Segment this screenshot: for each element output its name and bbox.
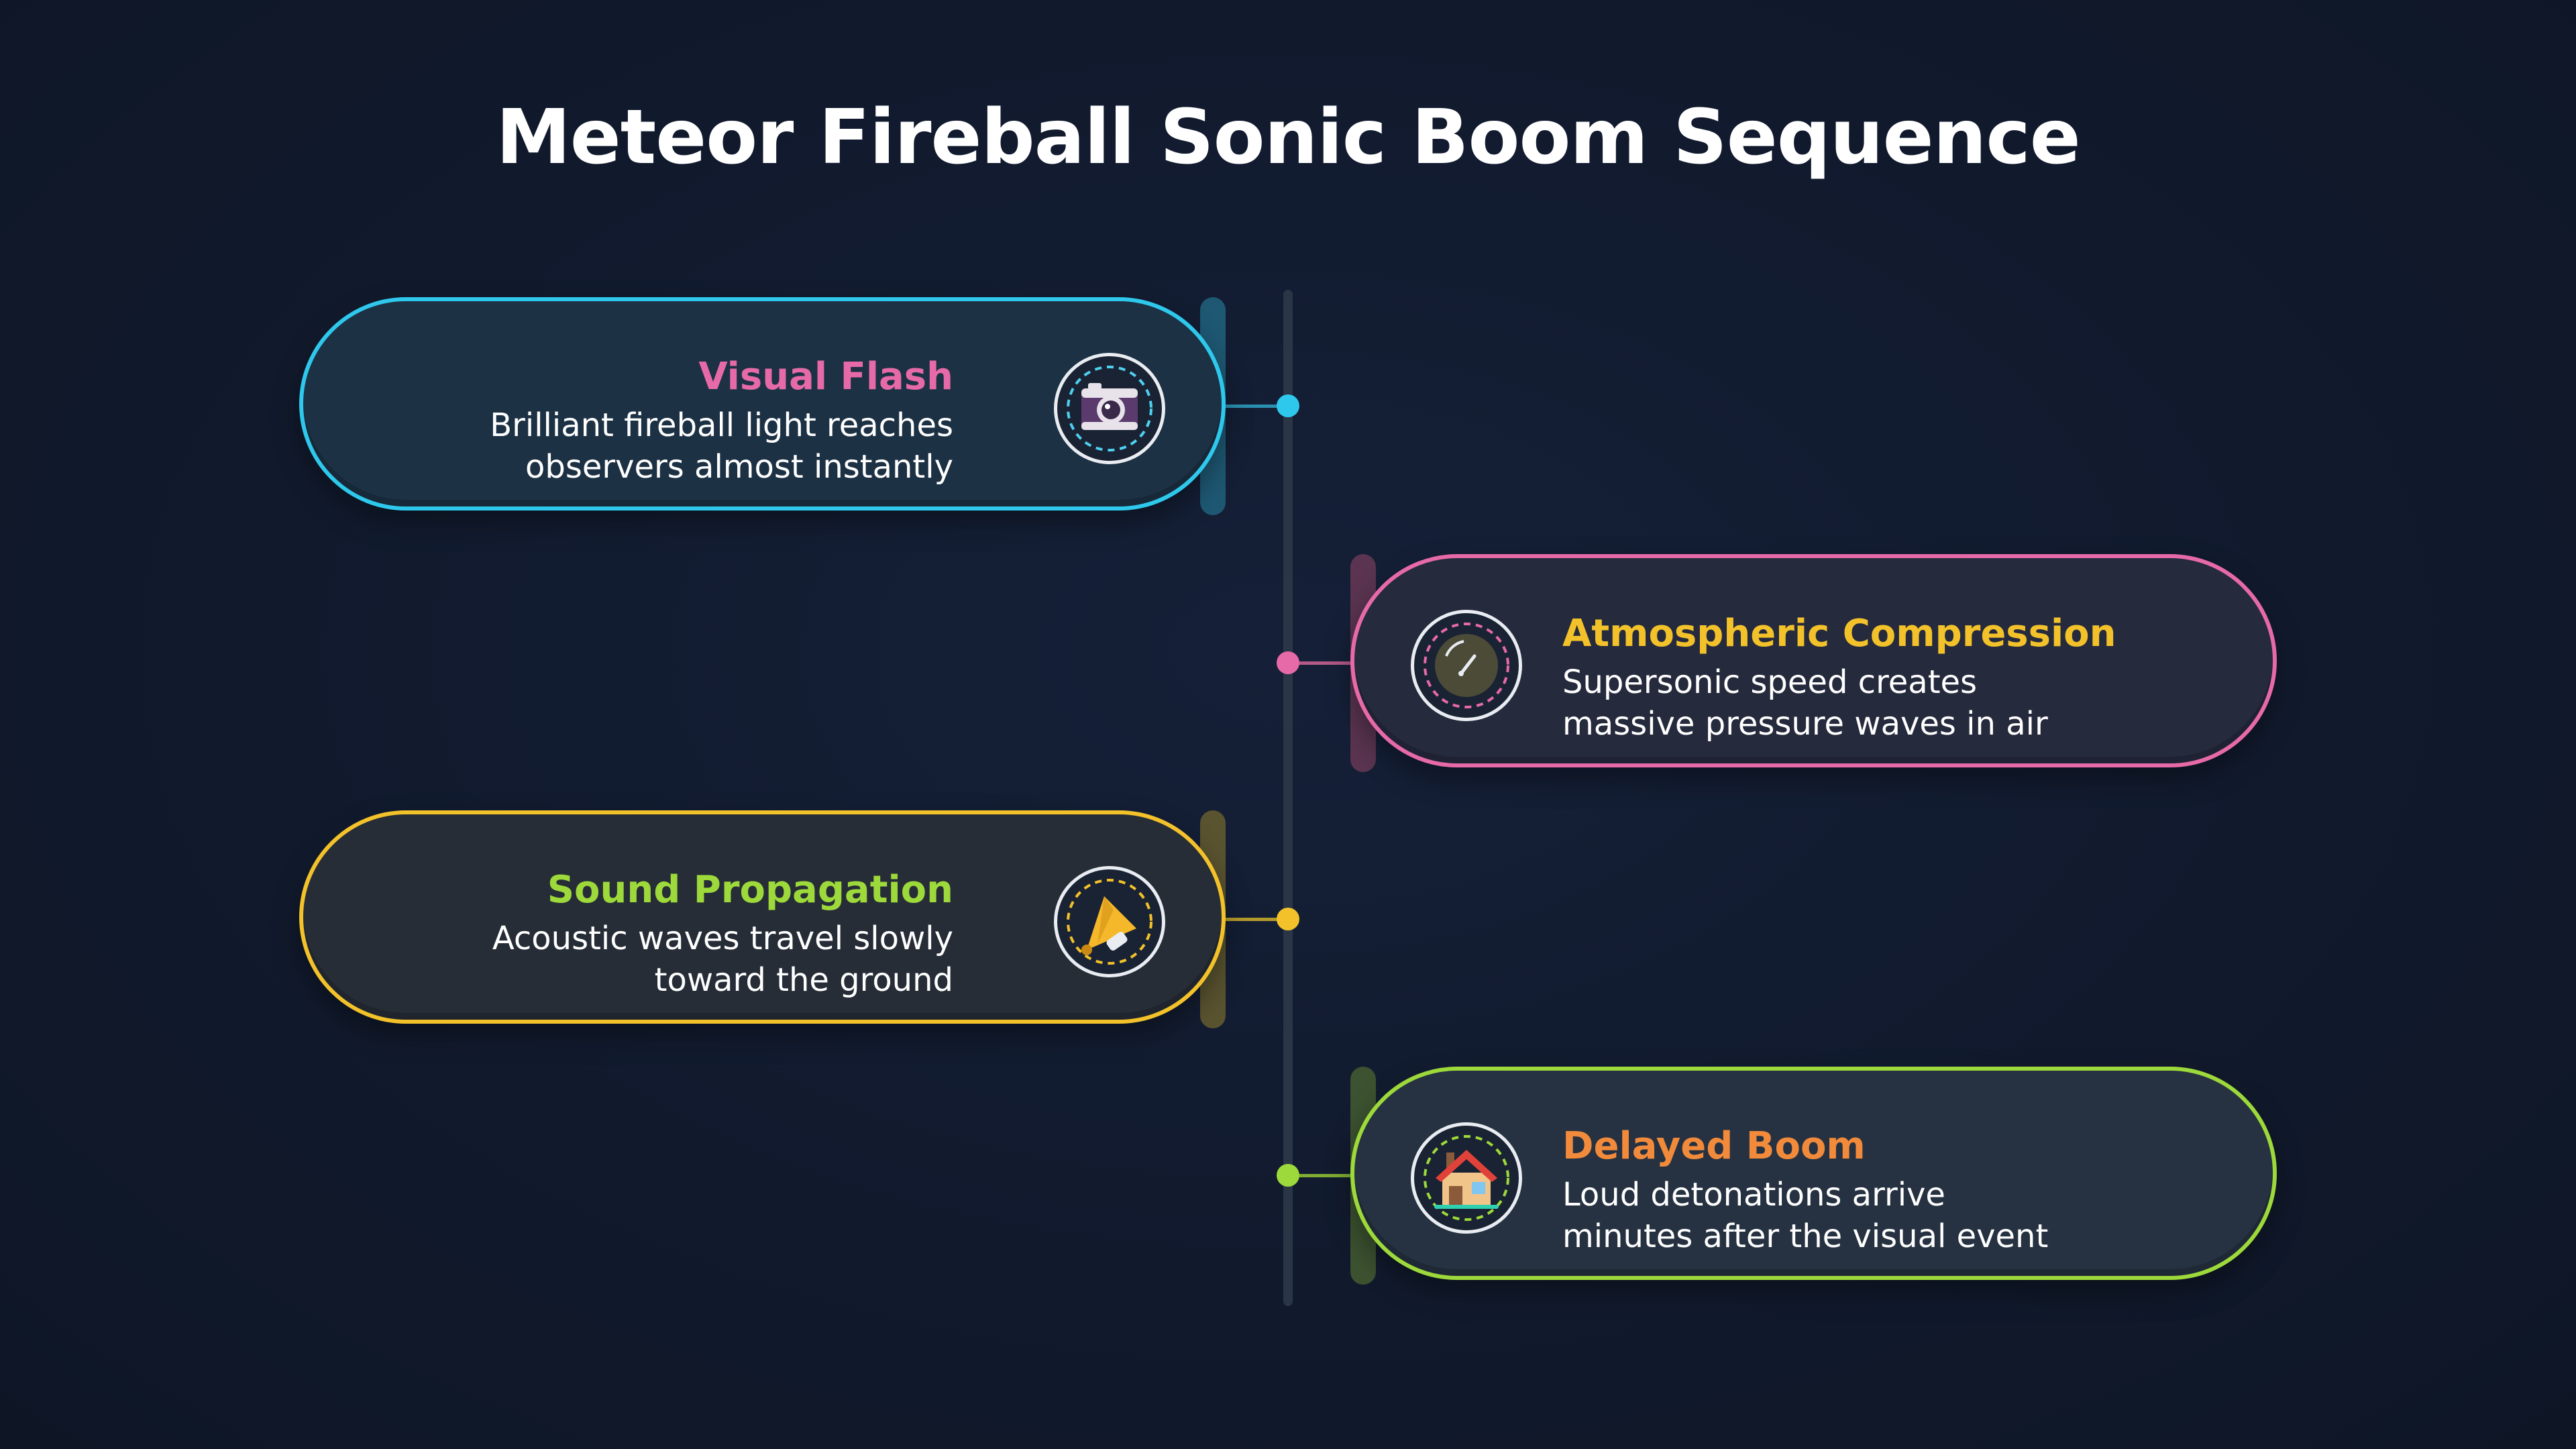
- step-card-atmospheric-compression: Atmospheric Compression Supersonic speed…: [1350, 554, 2277, 767]
- connector-3: [1225, 918, 1288, 921]
- timeline-axis: [1283, 290, 1293, 1306]
- camera-icon: [1054, 353, 1165, 464]
- step-card-visual-flash: Visual Flash Brilliant fireball light re…: [299, 297, 1226, 511]
- timeline-node-4: [1277, 1164, 1299, 1187]
- step-card-sound-propagation: Sound Propagation Acoustic waves travel …: [299, 810, 1226, 1024]
- step-card-delayed-boom: Delayed Boom Loud detonations arrive min…: [1350, 1067, 2277, 1280]
- step-heading: Delayed Boom: [1562, 1124, 1866, 1168]
- connector-4: [1288, 1174, 1351, 1177]
- step-heading: Sound Propagation: [547, 868, 953, 912]
- timeline-node-2: [1277, 651, 1299, 674]
- step-heading: Visual Flash: [698, 355, 953, 398]
- step-description: Brilliant fireball light reaches observe…: [490, 407, 953, 486]
- timeline-node-3: [1277, 908, 1299, 930]
- step-description: Supersonic speed creates massive pressur…: [1562, 663, 2048, 743]
- step-heading: Atmospheric Compression: [1562, 612, 2116, 655]
- connector-2: [1288, 661, 1351, 665]
- house-icon: [1411, 1122, 1522, 1234]
- pressure-gauge-icon: [1411, 610, 1522, 721]
- megaphone-icon: [1054, 866, 1165, 977]
- timeline-node-1: [1277, 394, 1299, 417]
- connector-1: [1225, 405, 1288, 408]
- page-title: Meteor Fireball Sonic Boom Sequence: [496, 94, 2080, 181]
- step-description: Acoustic waves travel slowly toward the …: [492, 920, 953, 999]
- step-description: Loud detonations arrive minutes after th…: [1562, 1176, 2049, 1255]
